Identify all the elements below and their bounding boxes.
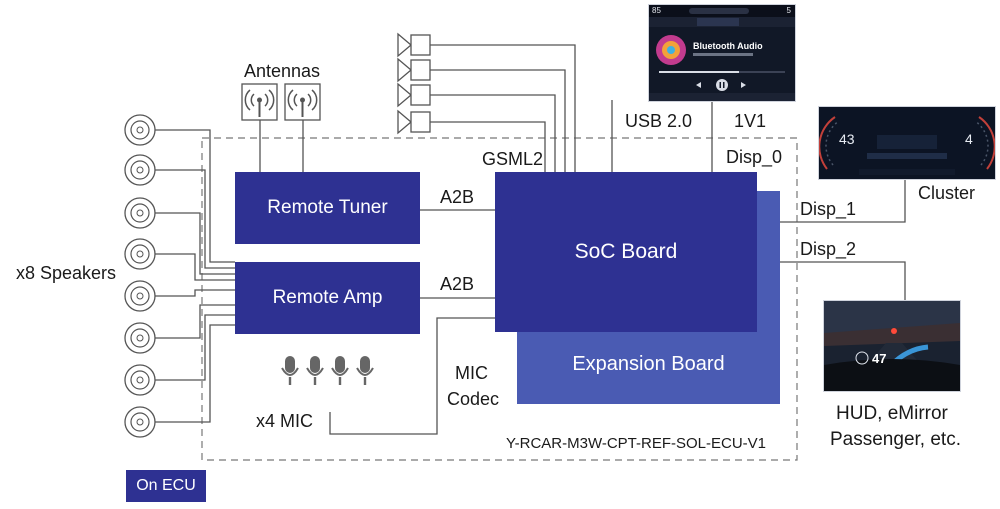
microphone-icon [356,356,374,385]
camera-icon [397,32,431,58]
hud-screen: 47 [823,300,961,392]
expansion-board-label: Expansion Board [572,352,725,375]
speaker-icon [124,322,156,354]
usb-label: USB 2.0 [625,111,693,131]
cluster-label: Cluster [918,183,976,203]
cluster-right-value: 4 [965,131,973,147]
infotainment-screen: 85 5 Bluetooth Audio [648,4,796,102]
ecu-boundary [201,137,798,461]
camera-icon [397,109,431,135]
antennas-label: Antennas [244,61,321,81]
hud-label-1: HUD, eMirror [836,403,948,424]
camera-icon [397,57,431,83]
remote-amp-block: Remote Amp [235,262,420,334]
infotainment-graphic [649,5,795,101]
camera-icon [397,82,431,108]
speaker-icon [124,154,156,186]
mic-codec-label-1: MIC [455,363,488,383]
cluster-left-value: 43 [839,131,855,147]
camera-icons [397,32,431,135]
mic-label: x4 MIC [256,411,314,431]
hud-label-2: Passenger, etc. [830,429,961,450]
a2b-label-bottom: A2B [440,274,475,294]
cluster-screen: 43 4 [818,106,996,180]
mic-codec-label-2: Codec [447,389,500,409]
microphone-icons [281,356,374,385]
microphone-icon [331,356,349,385]
microphone-icon [306,356,324,385]
hud-speed: 47 [872,351,887,366]
microphone-icon [281,356,299,385]
soc-board-block: SoC Board [495,172,757,332]
speakers-label: x8 Speakers [16,263,117,283]
remote-tuner-block: Remote Tuner [235,172,420,244]
speaker-icon [124,406,156,438]
speaker-icon [124,280,156,312]
disp2-label: Disp_2 [800,239,857,259]
disp0-label: Disp_0 [726,147,783,167]
speaker-icon [124,114,156,146]
gsml2-label: GSML2 [482,149,544,169]
speaker-icon [124,238,156,270]
status-right: 5 [786,6,791,15]
antenna-icon [241,83,278,121]
antenna-icon [284,83,321,121]
speaker-icon [124,364,156,396]
on-ecu-badge: On ECU [126,470,206,502]
ecu-id-label: Y-RCAR-M3W-CPT-REF-SOL-ECU-V1 [506,435,767,452]
status-left: 85 [652,6,661,15]
a2b-label-top: A2B [440,187,475,207]
speaker-icon [124,197,156,229]
disp1-label: Disp_1 [800,199,857,219]
v1-label: 1V1 [734,111,767,131]
speaker-icons [124,114,156,438]
hud-graphic [824,301,960,391]
cluster-graphic [819,116,995,175]
now-playing-title: Bluetooth Audio [693,41,763,51]
